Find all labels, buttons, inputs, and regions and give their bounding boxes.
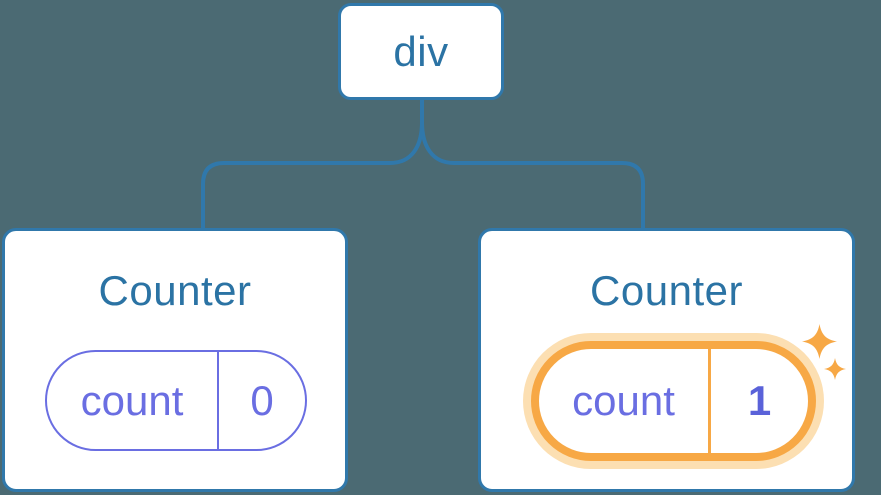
state-value-cell: 1 bbox=[711, 349, 808, 453]
sparkles-icon bbox=[802, 324, 837, 359]
state-key-label: count bbox=[572, 377, 675, 424]
root-node-label: div bbox=[393, 27, 449, 75]
state-key-cell: count bbox=[539, 349, 711, 453]
state-key-cell: count bbox=[47, 352, 219, 449]
root-node: div bbox=[338, 3, 504, 100]
sparkles-icon bbox=[824, 358, 846, 380]
state-pill: count 0 bbox=[45, 350, 307, 451]
component-name: Counter bbox=[98, 267, 252, 314]
component-name: Counter bbox=[590, 267, 743, 314]
state-value: 0 bbox=[250, 376, 274, 424]
state-pill-highlighted: count 1 bbox=[531, 341, 816, 461]
state-value-cell: 0 bbox=[219, 352, 305, 449]
counter-card-right: Counter count 1 bbox=[478, 228, 855, 492]
state-key-label: count bbox=[80, 376, 184, 424]
state-value: 1 bbox=[747, 377, 772, 424]
connector-right-branch bbox=[420, 99, 645, 230]
counter-card-left: Counter count 0 bbox=[2, 228, 348, 492]
connector-left-branch bbox=[201, 99, 424, 230]
